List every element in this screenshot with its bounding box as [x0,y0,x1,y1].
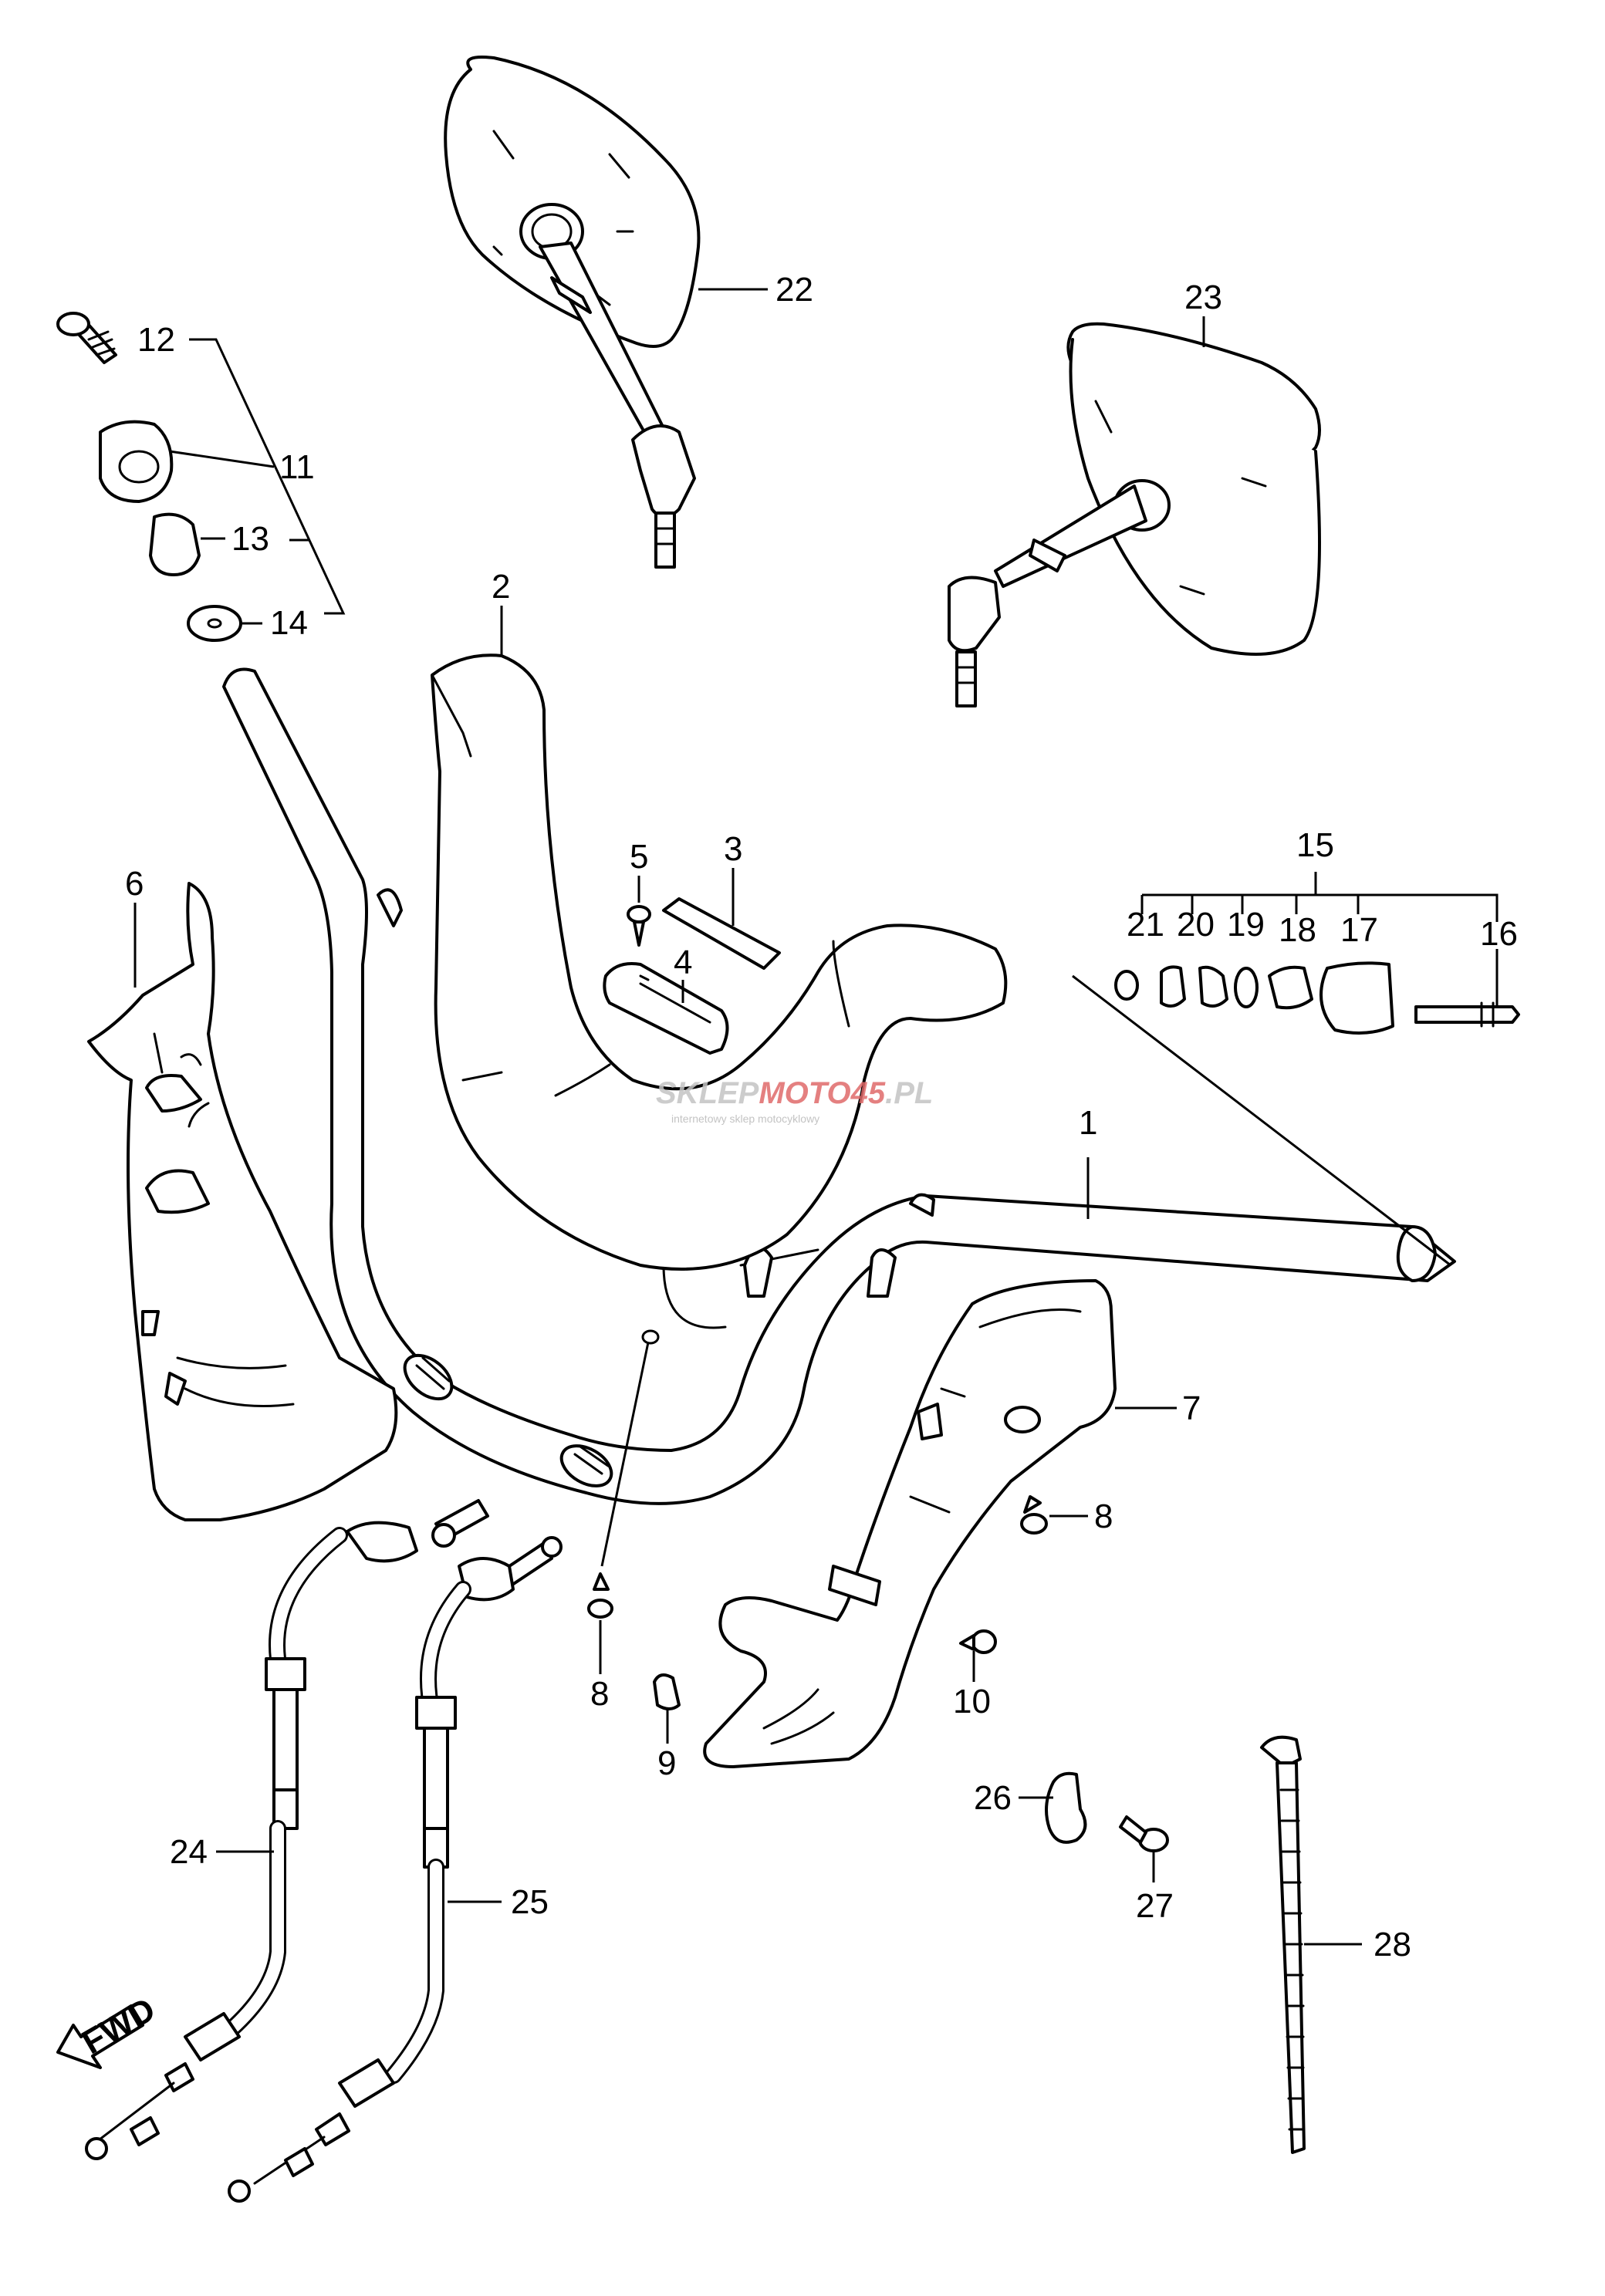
callout-28: 28 [1374,1926,1411,1963]
cable-tie-28 [1260,1735,1306,2154]
screw-5 [627,905,651,947]
callout-6: 6 [125,865,144,903]
callout-14: 14 [270,604,308,642]
callout-8a: 8 [1094,1497,1113,1535]
bar-end-stack-right [1114,961,1520,1035]
watermark-subtitle: internetowy sklep motocyklowy [671,1113,819,1125]
callout-4: 4 [674,944,692,981]
fwd-label: FWD [76,1990,161,2062]
watermark-part3: 45 [850,1076,886,1110]
callout-9: 9 [657,1744,676,1782]
callout-17: 17 [1340,911,1378,949]
callout-18: 18 [1279,911,1316,949]
watermark-logo: SKLEPMOTO45.PL internetowy sklep motocyk… [656,1076,933,1125]
callout-16: 16 [1480,915,1518,953]
throttle-cable-24 [85,1499,489,2160]
callout-13: 13 [231,520,269,558]
handlebar-cover-left [87,882,398,1521]
callout-27: 27 [1136,1887,1174,1925]
mirror-left [444,56,701,569]
callout-10: 10 [953,1683,991,1720]
watermark-part2: MOTO [759,1076,850,1110]
handlebar-cover-front [431,653,1008,1271]
callout-19: 19 [1227,906,1265,944]
callout-3: 3 [724,830,742,868]
bar-end-stack-left [56,312,242,642]
callout-23: 23 [1184,279,1222,316]
pad-3 [662,897,781,970]
callout-12: 12 [137,321,175,359]
callout-11: 11 [279,448,315,486]
callout-2: 2 [492,568,510,606]
clamp-26 [1045,1771,1087,1844]
callout-25: 25 [511,1883,549,1921]
callout-1: 1 [1079,1104,1097,1142]
callout-7: 7 [1182,1389,1201,1427]
screw-8-upper [1020,1495,1048,1535]
screw-10 [959,1629,997,1654]
callout-20: 20 [1177,906,1215,944]
callout-labels: 1 2 3 4 5 6 7 8 8 9 10 11 12 13 14 15 16… [125,271,1518,1963]
callout-5: 5 [630,838,648,876]
handlebar-cover-right [703,1279,1117,1768]
callout-24: 24 [170,1833,208,1871]
handlebar [222,667,1456,1505]
callout-8b: 8 [590,1675,609,1713]
watermark-suffix: .PL [885,1076,933,1110]
cushion-4 [603,962,729,1055]
clip-9 [653,1673,681,1710]
fwd-arrow-icon: FWD [56,1990,161,2069]
bolt-27 [1119,1815,1169,1852]
callout-15: 15 [1296,826,1334,864]
throttle-cable-25 [228,1536,563,2203]
callout-26: 26 [974,1779,1012,1817]
mirror-right [948,322,1321,707]
watermark-part1: SKLEP [656,1076,759,1110]
screw-8-lower [587,1572,613,1619]
callout-22: 22 [775,271,813,309]
callout-21: 21 [1127,906,1164,944]
svg-text:SKLEPMOTO45.PL: SKLEPMOTO45.PL [656,1076,933,1110]
